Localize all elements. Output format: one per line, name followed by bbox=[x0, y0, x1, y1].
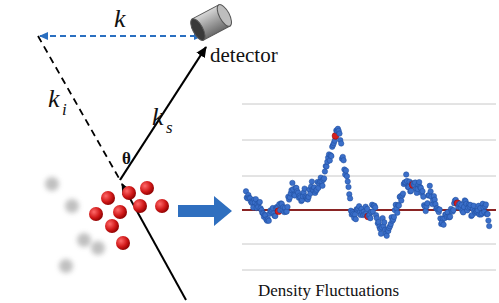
particles bbox=[89, 181, 169, 250]
vector-subscript: i bbox=[62, 101, 67, 118]
fluctuation-dots bbox=[243, 126, 492, 238]
plot-caption: Density Fluctuations bbox=[258, 282, 399, 299]
incident-direction bbox=[38, 36, 120, 180]
plot-grid bbox=[242, 104, 496, 270]
vector-subscript: s bbox=[166, 119, 173, 136]
incident-beam bbox=[122, 184, 186, 300]
block-arrow bbox=[178, 196, 232, 226]
vector-symbol: k bbox=[48, 86, 60, 112]
vector-symbol: k bbox=[152, 104, 164, 130]
blurred-particles bbox=[45, 177, 105, 273]
detector-label: detector bbox=[210, 45, 278, 66]
detector-icon bbox=[188, 2, 235, 42]
scattered-beam bbox=[120, 47, 206, 180]
wave-vector-arrow bbox=[40, 35, 202, 37]
angle-label: θ bbox=[122, 150, 131, 167]
wave-vector-label: k bbox=[114, 6, 126, 32]
